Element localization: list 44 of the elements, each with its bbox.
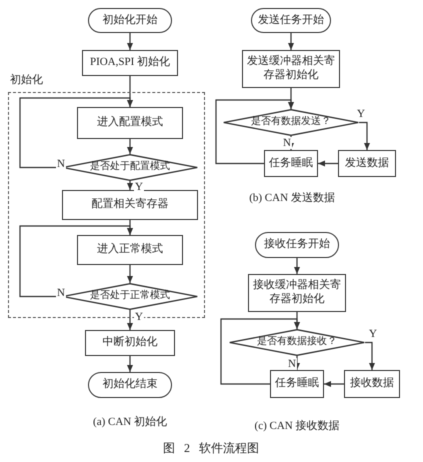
process-box: 进入正常模式: [77, 235, 183, 265]
arrow: [220, 318, 300, 385]
arrow: [359, 122, 370, 150]
process-box: 任务睡眠: [270, 370, 324, 398]
arrow: [127, 139, 133, 154]
arrow: [288, 33, 294, 50]
arrow: [127, 265, 133, 283]
arrow: [19, 97, 133, 168]
arrow: [294, 258, 300, 274]
process-box: 发送数据: [338, 150, 396, 177]
process-box: PIOA,SPI 初始化: [82, 50, 178, 76]
edge-label: N: [56, 287, 66, 300]
arrow: [288, 136, 294, 150]
process-box: 接收缓冲器相关寄存器初始化: [248, 274, 346, 312]
decision-diamond: 是否有数据接收？: [229, 329, 365, 356]
arrow: [127, 356, 133, 372]
subfigure-caption: (a) CAN 初始化: [93, 414, 167, 429]
process-box: 配置相关寄存器: [62, 190, 198, 220]
edge-label: N: [287, 358, 297, 370]
terminal-box: 初始化开始: [88, 8, 172, 33]
arrow: [19, 225, 133, 298]
arrow: [365, 342, 375, 370]
process-box: 进入配置模式: [77, 107, 183, 139]
subfigure-caption: (c) CAN 接收数据: [254, 418, 340, 433]
process-box: 任务睡眠: [264, 150, 318, 177]
terminal-box: 接收任务开始: [255, 232, 339, 258]
arrow: [324, 381, 344, 387]
edge-label: N: [282, 137, 292, 150]
edge-label: Y: [134, 181, 144, 194]
subfigure-caption: (b) CAN 发送数据: [249, 191, 335, 205]
edge-label: N: [56, 158, 66, 170]
process-box: 发送缓冲器相关寄存器初始化: [242, 50, 340, 88]
arrow: [127, 310, 133, 330]
process-box: 接收数据: [344, 370, 400, 398]
arrow: [215, 99, 294, 164]
arrow: [294, 356, 300, 370]
process-box: 中断初始化: [85, 330, 175, 356]
arrow: [318, 160, 338, 166]
terminal-box: 初始化结束: [88, 372, 172, 398]
group-heading: 初始化: [10, 74, 43, 88]
terminal-box: 发送任务开始: [251, 8, 331, 33]
arrow: [127, 33, 133, 50]
arrow: [127, 181, 133, 190]
figure-caption: 图 2 软件流程图: [163, 440, 259, 457]
